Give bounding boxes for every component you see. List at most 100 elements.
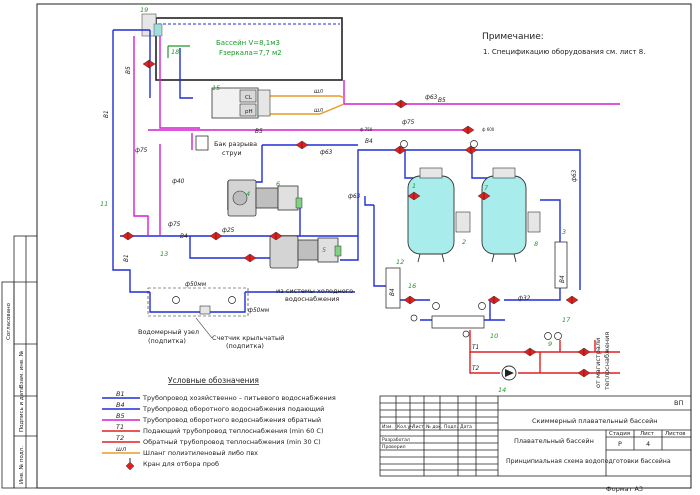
svg-text:pH: pH xyxy=(245,109,253,115)
title-block-grid xyxy=(379,395,692,477)
pipe-label: ф63 xyxy=(425,95,438,101)
pressure-gauges xyxy=(172,140,562,340)
equipment-number: 4 xyxy=(246,190,250,198)
side-stamp-label: Взам. инв. № xyxy=(19,350,25,388)
break-tank-label: Бак разрыва xyxy=(214,140,257,148)
water-meter-unit xyxy=(147,287,249,317)
pipe-label: В4 xyxy=(365,139,373,145)
pool-volume: Бассейн V=8,1м3 xyxy=(216,39,280,47)
svg-text:CL: CL xyxy=(245,95,253,101)
heat-exchanger xyxy=(431,315,485,329)
pipe-label: ф50мм xyxy=(185,282,207,288)
manifold xyxy=(385,267,401,309)
meter-unit-label: (подпитка) xyxy=(148,337,186,345)
pipe-label: ф63 xyxy=(348,194,361,200)
legend-item: Трубопровод оборотного водоснабжения обр… xyxy=(142,416,321,424)
project-title: Скиммерный плавательный бассейн xyxy=(532,417,658,425)
format-label: Формат А3 xyxy=(606,485,643,493)
meter-leader xyxy=(195,317,213,339)
heating-pump xyxy=(501,365,517,381)
equipment-number: 6 xyxy=(276,180,280,188)
stage-value: Р xyxy=(618,440,622,448)
notes-title: Примечание: xyxy=(482,32,544,42)
stage-label: Стадия xyxy=(609,431,630,437)
equipment-number: 3 xyxy=(562,228,566,236)
sheet-code: ВП xyxy=(674,399,683,407)
dosing-station: CL pH xyxy=(211,87,271,119)
pipe-label: ф75 xyxy=(402,120,415,126)
equipment-number: 14 xyxy=(498,386,506,394)
cold-water-source: водоснабжения xyxy=(285,295,339,303)
equipment-number: 18 xyxy=(171,48,179,56)
meter-unit-label: Водомерный узел xyxy=(138,328,199,336)
legend-code: шл xyxy=(116,445,126,453)
equipment-number: 7 xyxy=(484,184,489,192)
uv-sterilizer xyxy=(554,241,568,289)
pipe-label: Т1 xyxy=(472,345,479,351)
meter-unit-label: Счетчик крыльчатый xyxy=(212,334,284,342)
equipment-number: 15 xyxy=(212,84,220,92)
title-block-header: Кол.уч xyxy=(397,424,413,430)
meter-unit-label: (подпитка) xyxy=(226,342,264,350)
legend-item: Подающий трубопровод теплоснабжения (min… xyxy=(143,427,323,435)
pipe-label: В1 xyxy=(104,110,110,118)
pipe-label: В4 xyxy=(180,234,188,240)
pipe-label: ф63 xyxy=(572,169,578,182)
pipe-label: В5 xyxy=(438,98,446,104)
object-title: Плавательный бассейн xyxy=(514,437,594,445)
pipe-label: В4 xyxy=(390,288,396,296)
pipe-label: ф 750 xyxy=(360,127,373,132)
circulation-pump-1 xyxy=(227,179,303,217)
pipe-label: ф 600 xyxy=(482,127,495,132)
equipment-number: 8 xyxy=(534,240,538,248)
legend-code: В1 xyxy=(116,390,125,398)
side-stamp-label: Согласовано xyxy=(6,302,12,340)
pipe-label: ф75 xyxy=(135,148,148,154)
side-stamp-label: Подпись и дата xyxy=(19,386,25,432)
pipe-label: шл xyxy=(314,89,323,95)
pipe-hose xyxy=(270,95,345,115)
pipe-b5 xyxy=(133,36,620,236)
sheet-frame xyxy=(36,3,692,489)
legend-code: Т1 xyxy=(116,423,124,431)
title-block-role: Разработал xyxy=(382,437,410,443)
legend-item: Шланг полиэтиленовый либо пвх xyxy=(143,449,258,457)
cold-water-source: из системы холодного xyxy=(276,287,353,295)
equipment-number: 10 xyxy=(490,332,498,340)
pipe-b1 xyxy=(112,29,355,313)
sand-filter-right xyxy=(481,167,541,263)
legend-code: В4 xyxy=(116,401,125,409)
title-block-header: Дата xyxy=(460,424,472,430)
legend-code: В5 xyxy=(116,412,125,420)
title-block-header: Изм. xyxy=(382,424,393,430)
pool-area: Fзеркала=7,7 м2 xyxy=(219,49,282,57)
pipe-label: шл xyxy=(314,108,323,114)
pipe-heating xyxy=(469,330,620,374)
legend xyxy=(102,397,140,471)
side-stamp-label: Инв. № подл. xyxy=(19,446,25,484)
pipe-label: ф75 xyxy=(168,222,181,228)
heat-network-label: от магистрали xyxy=(594,338,602,388)
legend-title: Условные обозначения xyxy=(168,376,259,385)
pipe-label: В4 xyxy=(560,275,566,283)
pipe-label: ф50мм xyxy=(248,308,270,314)
equipment-number: 2 xyxy=(462,238,466,246)
equipment-number: 17 xyxy=(562,316,571,324)
break-tank xyxy=(195,135,209,151)
pipe-label: ф63 xyxy=(320,150,333,156)
pipe-label: ф40 xyxy=(172,179,185,185)
side-stamp xyxy=(1,235,38,489)
sheet-label: Лист xyxy=(640,431,655,437)
title-block-header: № док. xyxy=(426,424,442,430)
circulation-pump-2 xyxy=(269,235,342,269)
drawing-title-text: Принципиальная схема водоподготовки басс… xyxy=(506,457,671,465)
equipment-number: 9 xyxy=(548,340,552,348)
heat-network-label: теплоснабжения xyxy=(603,332,611,390)
pipe-label: ф25 xyxy=(222,228,235,234)
equipment-number: 11 xyxy=(100,200,108,208)
break-tank-label: струи xyxy=(222,149,242,157)
pipe-label: ф32 xyxy=(518,296,531,302)
equipment-number: 5 xyxy=(322,246,326,254)
equipment-number: 12 xyxy=(396,258,404,266)
sheets-label: Листов xyxy=(665,431,686,437)
